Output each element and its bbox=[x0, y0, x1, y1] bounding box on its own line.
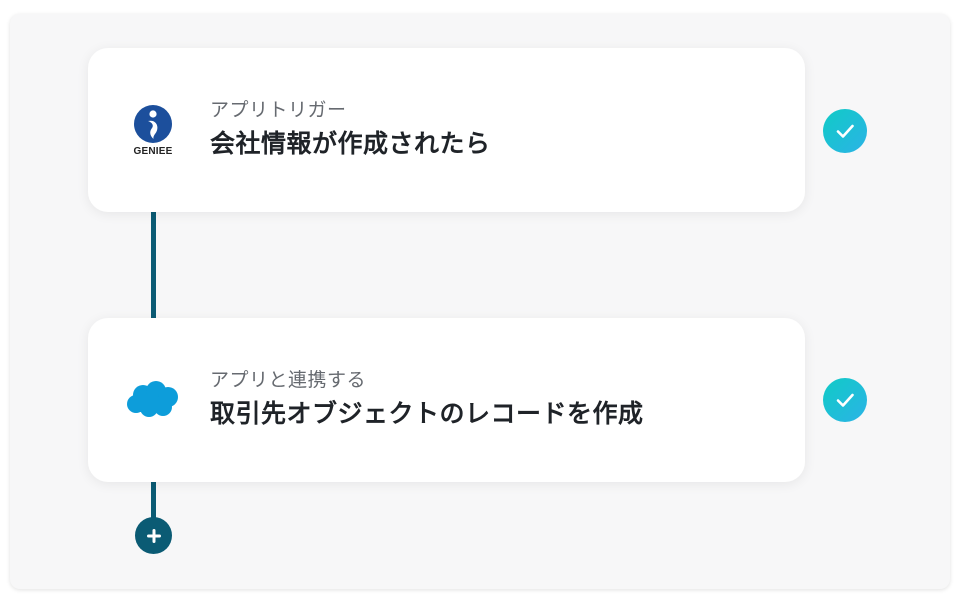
step-text: アプリと連携する 取引先オブジェクトのレコードを作成 bbox=[210, 368, 644, 430]
step-title: 取引先オブジェクトのレコードを作成 bbox=[210, 399, 644, 428]
flow-connector-line bbox=[151, 480, 156, 526]
flow-step-action-card[interactable]: アプリと連携する 取引先オブジェクトのレコードを作成 bbox=[88, 318, 805, 482]
step-title: 会社情報が作成されたら bbox=[210, 129, 491, 158]
step-type-label: アプリトリガー bbox=[210, 99, 347, 121]
step-complete-check-icon bbox=[823, 378, 867, 422]
flow-connector-line bbox=[151, 210, 156, 320]
salesforce-cloud-icon bbox=[120, 367, 186, 433]
geniee-logo-text: GENIEE bbox=[133, 145, 173, 157]
geniee-logo-icon: GENIEE bbox=[120, 97, 186, 163]
flow-panel: GENIEE アプリトリガー 会社情報が作成されたら bbox=[10, 14, 950, 589]
add-step-button[interactable] bbox=[135, 517, 172, 554]
step-text: アプリトリガー 会社情報が作成されたら bbox=[210, 98, 491, 160]
flow-step-trigger-card[interactable]: GENIEE アプリトリガー 会社情報が作成されたら bbox=[88, 48, 805, 212]
step-type-label: アプリと連携する bbox=[210, 369, 367, 391]
plus-icon bbox=[146, 528, 161, 543]
step-complete-check-icon bbox=[823, 109, 867, 153]
